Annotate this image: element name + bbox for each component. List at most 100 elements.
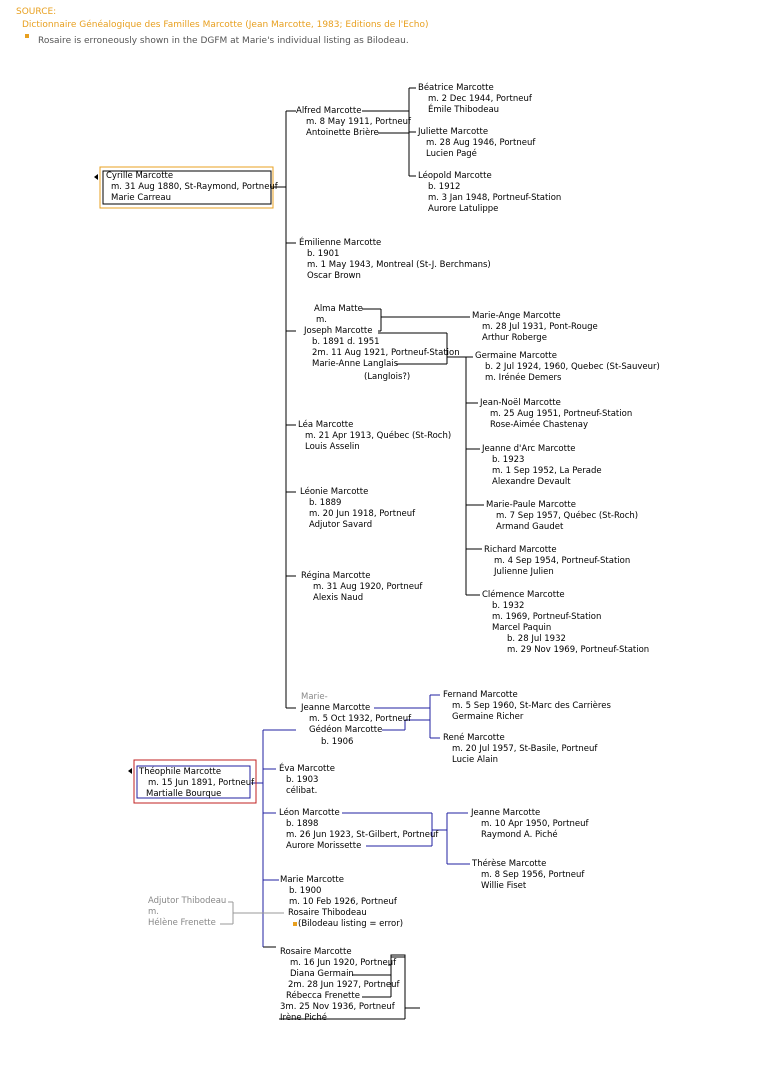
joseph-m: m. — [316, 315, 327, 325]
fernand-marriage: m. 5 Sep 1960, St-Marc des Carrières — [452, 701, 611, 711]
alfred-name: Alfred Marcotte — [296, 106, 362, 116]
clemence-spouse-birth: b. 28 Jul 1932 — [507, 634, 566, 644]
jeanne-name: Jeanne Marcotte — [301, 703, 371, 713]
joseph-spouse: Marie-Anne Langlais — [312, 359, 399, 369]
richard-name: Richard Marcotte — [484, 545, 557, 555]
emilienne-spouse: Oscar Brown — [307, 271, 361, 281]
jeannedarc-marriage: m. 1 Sep 1952, La Perade — [492, 466, 602, 476]
source-reference: Dictionnaire Généalogique des Familles M… — [22, 20, 429, 30]
mariepaule-spouse: Armand Gaudet — [496, 522, 564, 532]
note-bullet-icon — [25, 34, 29, 38]
therese-name: Thérèse Marcotte — [472, 859, 547, 869]
germaine-name: Germaine Marcotte — [475, 351, 557, 361]
marie-spouse: Rosaire Thibodeau — [288, 908, 367, 918]
mariepaule-marriage: m. 7 Sep 1957, Québec (St-Roch) — [496, 511, 639, 521]
jeannoel-marriage: m. 25 Aug 1951, Portneuf-Station — [490, 409, 633, 419]
leon-marriage: m. 26 Jun 1923, St-Gilbert, Portneuf — [286, 830, 439, 840]
rosaire-s2: Rébecca Frenette — [286, 991, 360, 1001]
marie-name: Marie Marcotte — [280, 875, 344, 885]
alfred-spouse: Antoinette Brière — [306, 128, 379, 138]
rosaire-m1: m. 16 Jun 1920, Portneuf — [290, 958, 397, 968]
eva-name: Éva Marcotte — [279, 764, 335, 774]
marieange-spouse: Arthur Roberge — [482, 333, 547, 343]
rosaire-s3: Irène Piché — [280, 1013, 327, 1023]
jeanne2-spouse: Raymond A. Piché — [481, 830, 558, 840]
jeanne-marriage: m. 5 Oct 1932, Portneuf — [309, 714, 412, 724]
marieange-name: Marie-Ange Marcotte — [472, 311, 561, 321]
leon-name: Léon Marcotte — [279, 808, 340, 818]
theophile-marriage: m. 15 Jun 1891, Portneuf — [148, 778, 255, 788]
thibodeau-mother: Hélène Frenette — [148, 918, 216, 928]
leopold-spouse: Aurore Latulippe — [428, 204, 499, 214]
rene-marriage: m. 20 Jul 1957, St-Basile, Portneuf — [452, 744, 598, 754]
clemence-spouse: Marcel Paquin — [492, 623, 552, 633]
jeannoel-spouse: Rose-Aimée Chastenay — [490, 420, 589, 430]
leopold-name: Léopold Marcotte — [418, 171, 492, 181]
theophile-name: Théophile Marcotte — [139, 767, 222, 777]
jeannedarc-spouse: Alexandre Devault — [492, 477, 571, 487]
jeannedarc-birth: b. 1923 — [492, 455, 525, 465]
cyrille-spouse: Marie Carreau — [111, 193, 171, 203]
cyrille-name: Cyrille Marcotte — [106, 171, 174, 181]
emilienne-birth: b. 1901 — [307, 249, 340, 259]
richard-marriage: m. 4 Sep 1954, Portneuf-Station — [494, 556, 631, 566]
clemence-birth: b. 1932 — [492, 601, 525, 611]
marieange-marriage: m. 28 Jul 1931, Pont-Rouge — [482, 322, 598, 332]
beatrice-spouse: Émile Thibodeau — [428, 105, 500, 115]
left-arrow-icon[interactable] — [94, 174, 98, 180]
germaine-birth: b. 2 Jul 1924, 1960, Quebec (St-Sauveur) — [485, 362, 660, 372]
fernand-name: Fernand Marcotte — [443, 690, 518, 700]
jeanne-spouse: Gédéon Marcotte — [309, 725, 383, 735]
rosaire-name: Rosaire Marcotte — [280, 947, 352, 957]
theophile-spouse: Martialle Bourque — [146, 789, 222, 799]
therese-spouse: Willie Fiset — [481, 881, 527, 891]
joseph-name: Joseph Marcotte — [304, 326, 373, 336]
juliette-name: Juliette Marcotte — [418, 127, 489, 137]
leonie-name: Léonie Marcotte — [300, 487, 369, 497]
mariepaule-name: Marie-Paule Marcotte — [486, 500, 576, 510]
emilienne-marriage: m. 1 May 1943, Montreal (St-J. Berchmans… — [307, 260, 491, 270]
thibodeau-father: Adjutor Thibodeau — [148, 896, 227, 906]
thibodeau-m: m. — [148, 907, 159, 917]
lea-name: Léa Marcotte — [298, 420, 354, 430]
lea-spouse: Louis Asselin — [305, 442, 360, 452]
rosaire-m2: 2m. 28 Jun 1927, Portneuf — [288, 980, 400, 990]
regina-name: Régina Marcotte — [301, 571, 371, 581]
leonie-birth: b. 1889 — [309, 498, 342, 508]
jeanne-prefix: Marie- — [301, 692, 328, 702]
leonie-spouse: Adjutor Savard — [309, 520, 373, 530]
marie-marriage: m. 10 Feb 1926, Portneuf — [289, 897, 397, 907]
eva-status: célibat. — [286, 786, 318, 796]
leonie-marriage: m. 20 Jun 1918, Portneuf — [309, 509, 416, 519]
jeanne2-marriage: m. 10 Apr 1950, Portneuf — [481, 819, 589, 829]
clemence-spouse-marriage: m. 29 Nov 1969, Portneuf-Station — [507, 645, 650, 655]
clemence-name: Clémence Marcotte — [482, 590, 565, 600]
leon-birth: b. 1898 — [286, 819, 319, 829]
alfred-marriage: m. 8 May 1911, Portneuf — [306, 117, 411, 127]
leon-spouse: Aurore Morissette — [286, 841, 362, 851]
beatrice-marriage: m. 2 Dec 1944, Portneuf — [428, 94, 532, 104]
leopold-birth: b. 1912 — [428, 182, 461, 192]
rene-spouse: Lucie Alain — [452, 755, 499, 765]
jeanne2-name: Jeanne Marcotte — [471, 808, 541, 818]
regina-spouse: Alexis Naud — [313, 593, 364, 603]
jeannedarc-name: Jeanne d'Arc Marcotte — [482, 444, 576, 454]
source-label: SOURCE: — [16, 7, 57, 17]
richard-spouse: Julienne Julien — [494, 567, 554, 577]
marie-note: (Bilodeau listing = error) — [298, 919, 404, 929]
clemence-marriage: m. 1969, Portneuf-Station — [492, 612, 602, 622]
rosaire-s1: Diana Germain — [290, 969, 354, 979]
rene-name: René Marcotte — [443, 733, 505, 743]
regina-marriage: m. 31 Aug 1920, Portneuf — [313, 582, 423, 592]
joseph-dates: b. 1891 d. 1951 — [312, 337, 380, 347]
joseph-parent: Alma Matte — [314, 304, 363, 314]
eva-birth: b. 1903 — [286, 775, 319, 785]
germaine-spouse: m. Irénée Demers — [485, 373, 562, 383]
jeanne-spouse-birth: b. 1906 — [321, 737, 354, 747]
fernand-spouse: Germaine Richer — [452, 712, 524, 722]
marie-birth: b. 1900 — [289, 886, 322, 896]
juliette-spouse: Lucien Pagé — [426, 149, 477, 159]
left-arrow-icon[interactable] — [128, 768, 132, 774]
juliette-marriage: m. 28 Aug 1946, Portneuf — [426, 138, 536, 148]
